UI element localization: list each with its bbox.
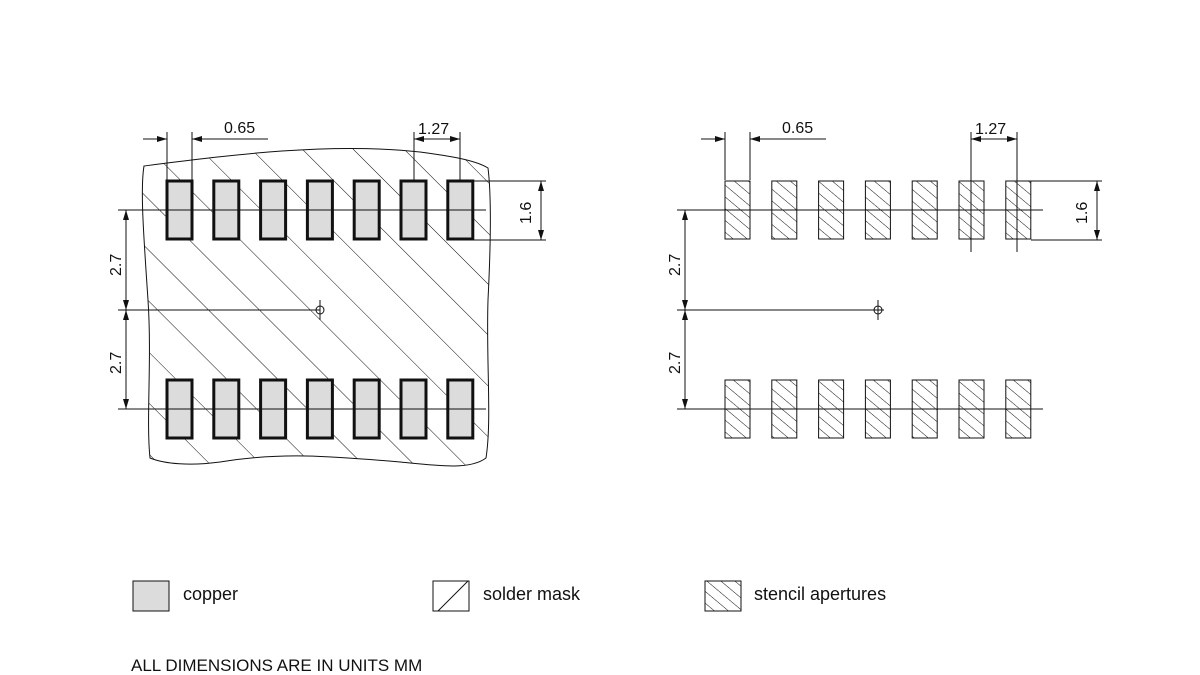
pad-width-dimension: 1.27	[970, 121, 1018, 252]
lower-offset-dimension: 2.7	[667, 310, 688, 409]
legend: copper solder mask stencil apertures	[132, 580, 886, 612]
lower-offset-dimension-label: 2.7	[108, 352, 125, 374]
pitch-dimension-label: 0.65	[782, 120, 813, 137]
upper-offset-dimension: 2.7	[108, 210, 129, 310]
stencil-swatch	[704, 580, 742, 612]
units-note: ALL DIMENSIONS ARE IN UNITS MM	[131, 656, 422, 675]
center-origin-marker	[873, 300, 883, 320]
pitch-dimension: 0.65	[701, 120, 826, 180]
legend-item-copper: copper	[132, 580, 238, 612]
left-land-pattern-view: 0.65 1.27 1.6 2.7	[108, 120, 546, 467]
upper-offset-dimension: 2.7	[667, 210, 688, 310]
legend-label-solder-mask: solder mask	[483, 584, 581, 604]
lower-offset-dimension-label: 2.7	[667, 352, 684, 374]
pad-width-dimension: 1.27	[413, 121, 461, 180]
legend-item-stencil: stencil apertures	[704, 580, 886, 612]
copper-swatch	[132, 580, 170, 612]
upper-offset-dimension-label: 2.7	[108, 254, 125, 276]
lower-offset-dimension: 2.7	[108, 310, 129, 409]
pad-width-dimension-label: 1.27	[418, 121, 449, 138]
pad-height-dimension: 1.6	[474, 180, 546, 241]
pad-height-dimension-label: 1.6	[1074, 202, 1091, 224]
legend-label-stencil: stencil apertures	[754, 584, 886, 604]
center-origin-marker	[315, 300, 325, 320]
pad-width-dimension-label: 1.27	[975, 121, 1006, 138]
pitch-dimension-label: 0.65	[224, 120, 255, 137]
legend-item-solder-mask: solder mask	[432, 580, 581, 612]
pitch-dimension: 0.65	[143, 120, 268, 180]
pad-height-dimension: 1.6	[1031, 180, 1102, 241]
right-stencil-view: 0.65 1.27 1.6 2.7 2.7	[667, 120, 1102, 439]
pad-height-dimension-label: 1.6	[518, 202, 535, 224]
legend-label-copper: copper	[183, 584, 238, 604]
upper-offset-dimension-label: 2.7	[667, 254, 684, 276]
